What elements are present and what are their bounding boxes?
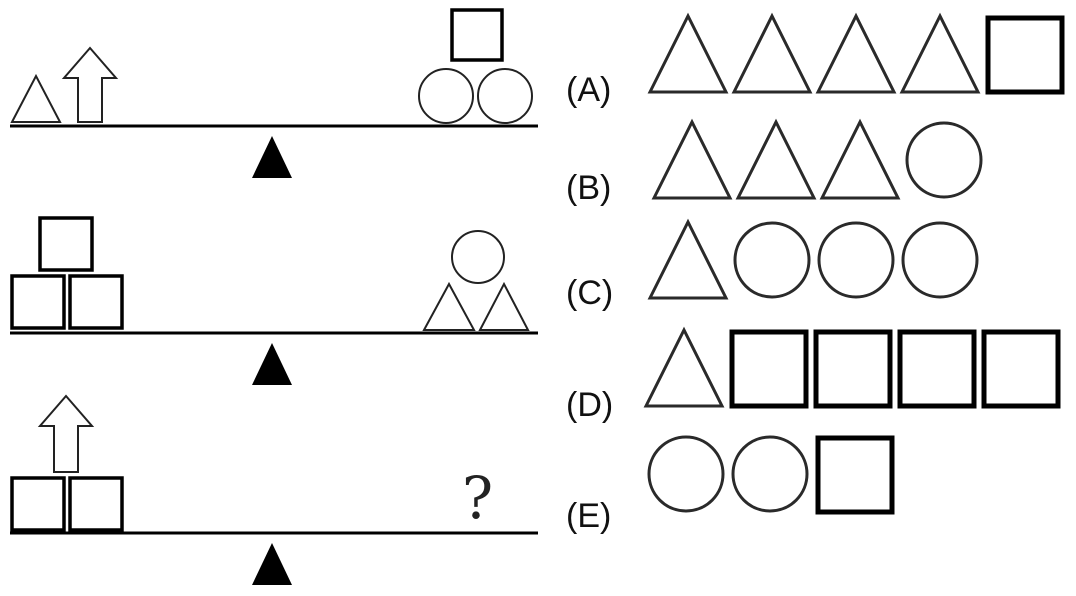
circle-icon <box>817 221 895 299</box>
fulcrum-icon <box>252 543 292 585</box>
circle-icon <box>418 68 474 124</box>
square-icon <box>897 329 977 409</box>
square-icon <box>68 274 124 330</box>
square-icon <box>815 435 895 515</box>
triangle-icon <box>647 218 729 300</box>
square-icon <box>38 216 94 272</box>
triangle-icon <box>815 12 897 94</box>
circle-icon <box>477 68 533 124</box>
balance-scale-3: ? <box>10 394 538 585</box>
circle-icon <box>733 221 811 299</box>
scale-3-right-pan: ? <box>462 464 493 532</box>
balance-scale-2 <box>10 216 538 385</box>
option-label: (B) <box>566 169 611 207</box>
circle-icon <box>451 230 505 284</box>
square-icon <box>450 8 504 62</box>
triangle-icon <box>422 281 476 331</box>
triangle-icon <box>735 118 817 200</box>
square-icon <box>981 329 1061 409</box>
circle-icon <box>901 221 979 299</box>
triangle-icon <box>651 118 733 200</box>
circle-icon <box>647 435 725 513</box>
square-icon <box>68 476 124 532</box>
option-label: (C) <box>566 274 613 312</box>
scale-1-left-pan <box>10 46 119 123</box>
square-icon <box>729 329 809 409</box>
scale-2-left-pan <box>10 216 124 330</box>
scale-2-right-pan <box>422 230 530 331</box>
scale-1-right-pan <box>418 8 533 124</box>
triangle-icon <box>643 326 725 408</box>
option-label: (A) <box>566 71 611 109</box>
unknown-weight-mark: ? <box>462 464 493 532</box>
fulcrum-icon <box>252 343 292 385</box>
square-icon <box>10 476 66 532</box>
option-label: (D) <box>566 386 613 424</box>
triangle-icon <box>647 12 729 94</box>
up-arrow-icon <box>37 394 95 473</box>
triangle-icon <box>10 73 62 123</box>
option-row[interactable]: (A) <box>566 12 1065 109</box>
triangle-icon <box>899 12 981 94</box>
answer-options: (A) (B) (C) (D) (E) <box>566 12 1065 535</box>
square-icon <box>10 274 66 330</box>
option-row[interactable]: (C) <box>566 218 979 312</box>
circle-icon <box>731 435 809 513</box>
up-arrow-icon <box>61 46 119 123</box>
triangle-icon <box>478 281 530 331</box>
circle-icon <box>905 121 983 199</box>
option-row[interactable]: (D) <box>566 326 1061 424</box>
scale-3-left-pan <box>10 394 124 532</box>
option-row[interactable]: (B) <box>566 118 983 207</box>
option-label: (E) <box>566 497 611 535</box>
square-icon <box>985 15 1065 95</box>
triangle-icon <box>731 12 813 94</box>
triangle-icon <box>819 118 901 200</box>
balance-scale-1 <box>10 8 538 178</box>
option-row[interactable]: (E) <box>566 435 895 535</box>
fulcrum-icon <box>252 136 292 178</box>
square-icon <box>813 329 893 409</box>
